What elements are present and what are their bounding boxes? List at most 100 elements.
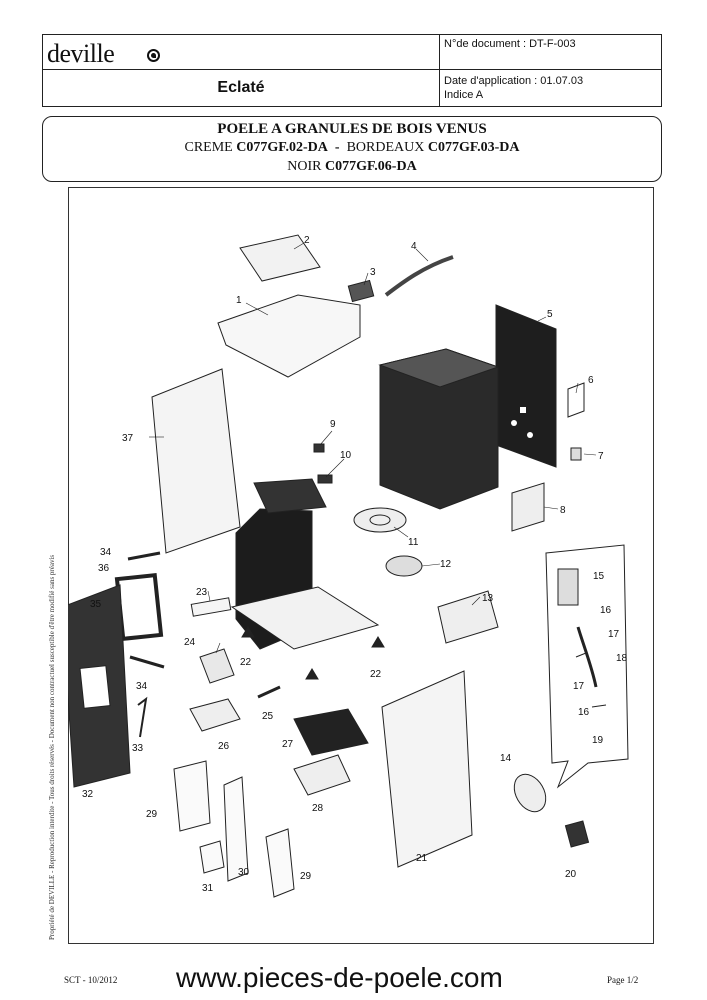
- label-20: 20: [565, 869, 577, 880]
- label-14: 14: [500, 753, 512, 764]
- label-34a: 34: [100, 547, 112, 558]
- part-strip-bottom: [129, 655, 165, 669]
- doc-dates: Date d'application : 01.07.03 Indice A: [444, 74, 583, 102]
- part-labels: 1 2 3 4 5 6 7 8 9 10 11 12 13 14 15 16 1…: [82, 235, 628, 894]
- doc-title: Eclaté: [217, 79, 265, 96]
- part-insulation-block: [511, 482, 545, 532]
- label-3: 3: [370, 267, 376, 278]
- footer-url[interactable]: www.pieces-de-poele.com: [176, 962, 503, 993]
- part-bracket: [567, 382, 585, 418]
- product-title-box: POELE A GRANULES DE BOIS VENUS CREME C07…: [42, 116, 662, 182]
- label-29b: 29: [300, 871, 312, 882]
- label-22a: 22: [240, 657, 252, 668]
- header-divider-horizontal: [43, 69, 661, 70]
- noir-label: NOIR: [287, 159, 322, 174]
- label-29a: 29: [146, 809, 158, 820]
- exploded-view-diagram: 1 2 3 4 5 6 7 8 9 10 11 12 13 14 15 16 1…: [68, 234, 629, 898]
- label-23: 23: [196, 587, 208, 598]
- brand-flame-icon: [147, 49, 160, 62]
- brand-logo: deville: [47, 39, 115, 68]
- label-19: 19: [592, 735, 604, 746]
- application-date: Date d'application : 01.07.03: [444, 75, 584, 87]
- label-36: 36: [98, 563, 110, 574]
- part-vermiculite-b: [265, 828, 295, 898]
- product-variants-line: CREME C077GF.02-DA - BORDEAUX C077GF.03-…: [43, 138, 661, 157]
- label-5: 5: [547, 309, 553, 320]
- label-21: 21: [416, 853, 428, 864]
- part-hopper: [437, 590, 499, 644]
- document-header: deville Eclaté N°de document : DT-F-003 …: [42, 34, 662, 107]
- product-variant-noir: NOIR C077GF.06-DA: [43, 157, 661, 176]
- part-strip-top: [127, 551, 161, 561]
- label-11: 11: [408, 537, 419, 548]
- label-22b: 22: [370, 669, 382, 680]
- label-34b: 34: [136, 681, 148, 692]
- page-number: Page 1/2: [607, 975, 639, 985]
- label-37: 37: [122, 433, 134, 444]
- label-1: 1: [236, 295, 242, 306]
- label-7: 7: [598, 451, 604, 462]
- part-ash-tray: [189, 698, 241, 732]
- label-30: 30: [238, 867, 250, 878]
- label-10: 10: [340, 450, 352, 461]
- copyright-side-notice: Propriété de DEVILLE - Reproduction inte…: [48, 554, 56, 940]
- part-rod: [257, 685, 281, 699]
- label-24: 24: [184, 637, 196, 648]
- part-foot-a: [241, 626, 255, 638]
- part-top-plate: [217, 294, 361, 378]
- part-ash-box: [293, 754, 351, 796]
- part-fan: [353, 507, 407, 533]
- label-27: 27: [282, 739, 294, 750]
- doc-index: Indice A: [444, 89, 484, 101]
- label-9: 9: [330, 419, 336, 430]
- noir-ref: C077GF.06-DA: [325, 159, 417, 174]
- label-17a: 17: [608, 629, 620, 640]
- variant-separator: -: [334, 140, 340, 155]
- creme-ref: C077GF.02-DA: [236, 140, 328, 155]
- label-25: 25: [262, 711, 274, 722]
- label-8: 8: [560, 505, 566, 516]
- part-auger: [576, 626, 598, 688]
- label-32: 32: [82, 789, 94, 800]
- label-4: 4: [411, 241, 417, 252]
- part-tube: [384, 255, 454, 297]
- part-vermiculite-a: [173, 760, 211, 832]
- part-right-side-panel: [381, 670, 473, 868]
- part-brick-small: [199, 840, 225, 874]
- part-small-frame: [347, 279, 375, 303]
- part-fan-wheel: [385, 555, 423, 577]
- label-6: 6: [588, 375, 594, 386]
- part-gasket-strip: [190, 597, 232, 617]
- label-28: 28: [312, 803, 324, 814]
- header-divider-vertical: [439, 35, 440, 106]
- label-17b: 17: [573, 681, 585, 692]
- exploded-view-frame: [68, 187, 654, 944]
- bordeaux-label: BORDEAUX: [346, 140, 425, 155]
- footer-ref: SCT - 10/2012: [64, 975, 118, 985]
- label-35: 35: [90, 599, 102, 610]
- part-base-plate: [230, 586, 380, 650]
- part-auger-tube: [557, 568, 579, 606]
- label-15: 15: [593, 571, 605, 582]
- product-name: POELE A GRANULES DE BOIS VENUS: [217, 121, 487, 137]
- part-handle: [137, 696, 148, 738]
- label-16b: 16: [578, 707, 590, 718]
- part-small-box: [570, 447, 582, 461]
- label-16a: 16: [600, 605, 612, 616]
- part-connector: [313, 443, 325, 453]
- part-glass-frame: [114, 572, 164, 642]
- part-motor: [513, 773, 547, 813]
- part-baffle: [223, 776, 249, 882]
- label-13: 13: [482, 593, 494, 604]
- part-back-panel: [495, 304, 557, 468]
- label-26: 26: [218, 741, 230, 752]
- part-left-side-panel: [151, 368, 241, 554]
- label-12: 12: [440, 559, 452, 570]
- bordeaux-ref: C077GF.03-DA: [427, 140, 520, 155]
- doc-number: N°de document : DT-F-003: [444, 38, 576, 50]
- part-grate: [293, 708, 369, 756]
- part-burner-pot: [199, 648, 235, 684]
- creme-label: CREME: [184, 140, 233, 155]
- label-18: 18: [616, 653, 628, 664]
- label-31: 31: [202, 883, 214, 894]
